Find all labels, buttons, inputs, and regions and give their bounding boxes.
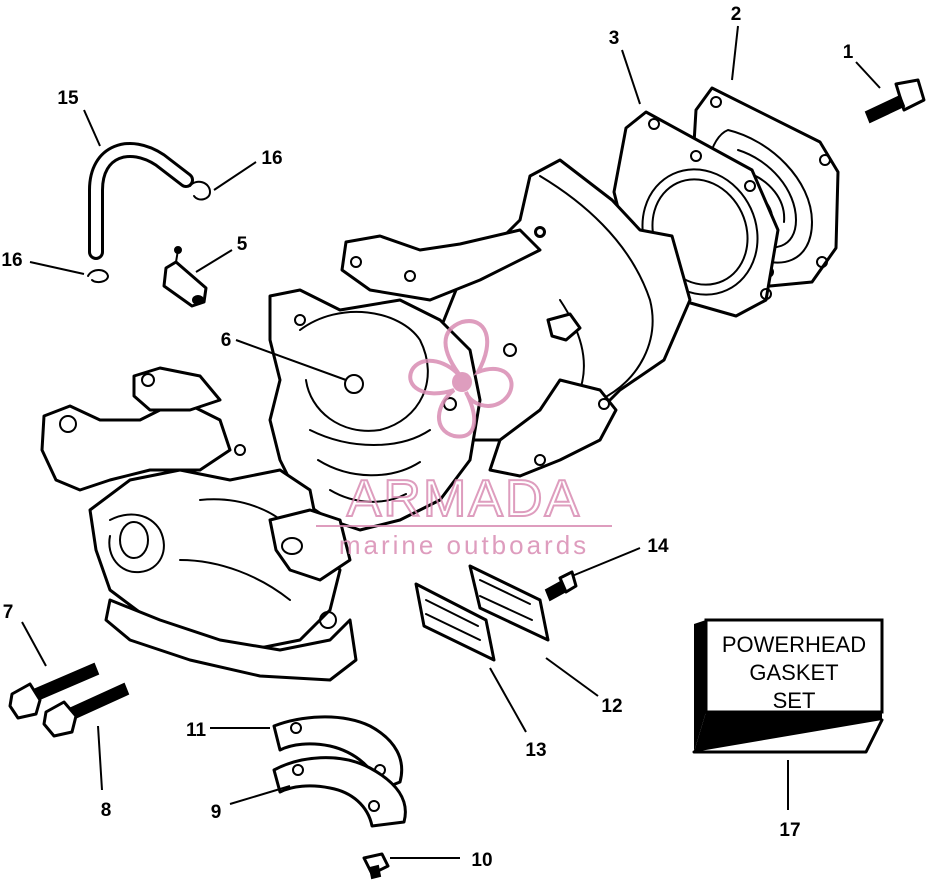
callout-2: 2 (731, 4, 742, 25)
leader-lines (21, 25, 881, 859)
callout-16-upper: 16 (261, 148, 282, 169)
hose-clamp-upper (189, 180, 211, 201)
callout-1: 1 (843, 42, 854, 63)
fitting-valve (162, 246, 208, 308)
callout-3: 3 (609, 28, 620, 49)
callout-17: 17 (779, 820, 800, 841)
gasket-set-line-1: POWERHEAD (722, 632, 866, 657)
callout-9: 9 (211, 802, 222, 823)
reed-screw (544, 570, 578, 602)
callout-11: 11 (186, 720, 207, 741)
gasket-set-line-2: GASKET (749, 660, 838, 685)
cover-screw (362, 852, 390, 880)
gasket-set-box: POWERHEAD GASKET SET (692, 618, 884, 754)
callout-10: 10 (471, 850, 492, 871)
reed-plate (468, 564, 550, 642)
callout-labels: 1 2 3 5 6 7 8 9 10 11 12 13 14 15 16 16 … (1, 4, 853, 871)
callout-12: 12 (601, 696, 622, 717)
watermark-tagline: marine outboards (339, 530, 589, 560)
callout-5: 5 (237, 234, 248, 255)
hose (88, 142, 194, 260)
exhaust-cover (272, 756, 407, 828)
callout-16-lower: 16 (1, 250, 22, 271)
powerhead-block (40, 158, 692, 682)
reed-gasket (414, 582, 496, 662)
callout-14: 14 (647, 536, 669, 557)
bolt-long-lower (42, 682, 130, 738)
gasket-set-line-3: SET (773, 688, 816, 713)
callout-6: 6 (221, 330, 232, 351)
hose-clamp-lower (87, 269, 109, 284)
watermark-propeller-icon (408, 319, 514, 439)
watermark-brand: ARMADA (347, 470, 581, 528)
exhaust-gasket (272, 715, 404, 792)
bolt-long-upper (8, 662, 100, 720)
callout-13: 13 (525, 740, 546, 761)
head-bolt (864, 78, 926, 124)
armada-watermark: ARMADA marine outboards (316, 319, 612, 560)
callout-15: 15 (57, 88, 79, 109)
callout-7: 7 (3, 602, 14, 623)
callout-8: 8 (101, 800, 112, 821)
